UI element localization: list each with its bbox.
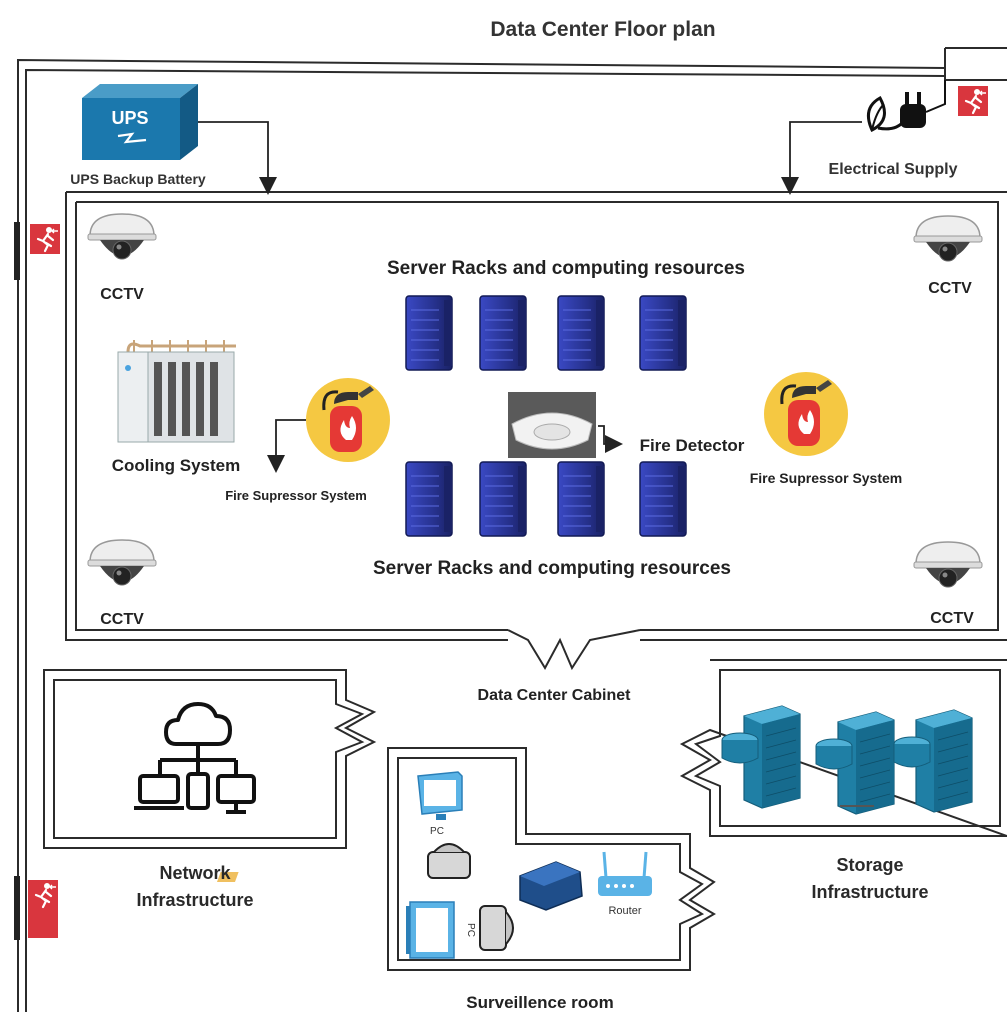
server-rack-icon [639,461,687,537]
electrical-feed-arrow [781,121,862,195]
server-rack-icon [639,295,687,371]
cloud-network-icon [134,702,256,814]
suppressor-arrow [267,419,306,473]
network-room-walls [43,669,377,849]
storage-server-icon [893,709,973,813]
power-plug-icon [866,80,946,133]
storage-infrastructure-label: Storage Infrastructure [811,855,929,902]
pc-label: PC [430,826,444,837]
server-room-walls [65,191,1007,671]
storage-server-icon [721,705,801,809]
fire-suppressor-label: Fire Supressor System [225,488,367,503]
ups-battery-icon: UPS [82,84,198,160]
cctv-label: CCTV [100,611,144,628]
surveillance-room-label: Surveillence room [466,993,613,1012]
fire-suppressor-icon [762,370,850,458]
router-label: Router [608,905,641,917]
pc-label: PC [465,923,476,937]
server-rack-icon [405,461,453,537]
camera-console-icon [479,905,514,951]
fire-suppressor-label: Fire Supressor System [750,470,903,486]
ups-icon-text: UPS [111,108,148,128]
cctv-label: CCTV [930,610,974,627]
server-rack-icon [479,461,527,537]
network-infrastructure-label: Network Infrastructure [136,863,254,910]
router-icon [598,851,652,896]
surveillance-room-walls [387,747,716,971]
server-rack-icon [557,295,605,371]
security-device-icon [216,861,583,911]
fire-detector-icon [508,392,596,458]
electrical-supply-label: Electrical Supply [829,161,958,178]
exit-sign-icon [956,84,990,118]
cooling-system-label: Cooling System [112,456,240,475]
cctv-camera-icon [913,541,983,588]
ups-label: UPS Backup Battery [70,171,206,187]
exit-sign-icon [14,222,62,280]
storage-room-walls [679,659,1007,837]
server-rack-icon [479,295,527,371]
server-rack-icon [405,295,453,371]
data-center-cabinet-label: Data Center Cabinet [478,687,632,704]
cctv-label: CCTV [928,280,972,297]
page-title: Data Center Floor plan [490,18,715,41]
camera-console-icon [427,843,471,879]
storage-server-icon [815,711,895,815]
cctv-camera-icon [87,213,157,260]
pc-monitor-icon [406,901,455,959]
detector-arrow [598,425,623,453]
cctv-label: CCTV [100,286,144,303]
cooling-system-icon [117,340,236,443]
ups-feed-arrow [198,121,277,195]
server-rack-icon [557,461,605,537]
cctv-camera-icon [87,539,157,586]
pc-monitor-icon [417,771,463,820]
exit-sign-icon [14,876,60,940]
server-racks-bottom-label: Server Racks and computing resources [373,558,731,579]
outer-walls [17,47,1007,1012]
cctv-camera-icon [913,215,983,262]
fire-detector-label: Fire Detector [640,436,745,455]
fire-suppressor-icon [304,376,392,464]
server-racks-top-label: Server Racks and computing resources [387,258,745,279]
